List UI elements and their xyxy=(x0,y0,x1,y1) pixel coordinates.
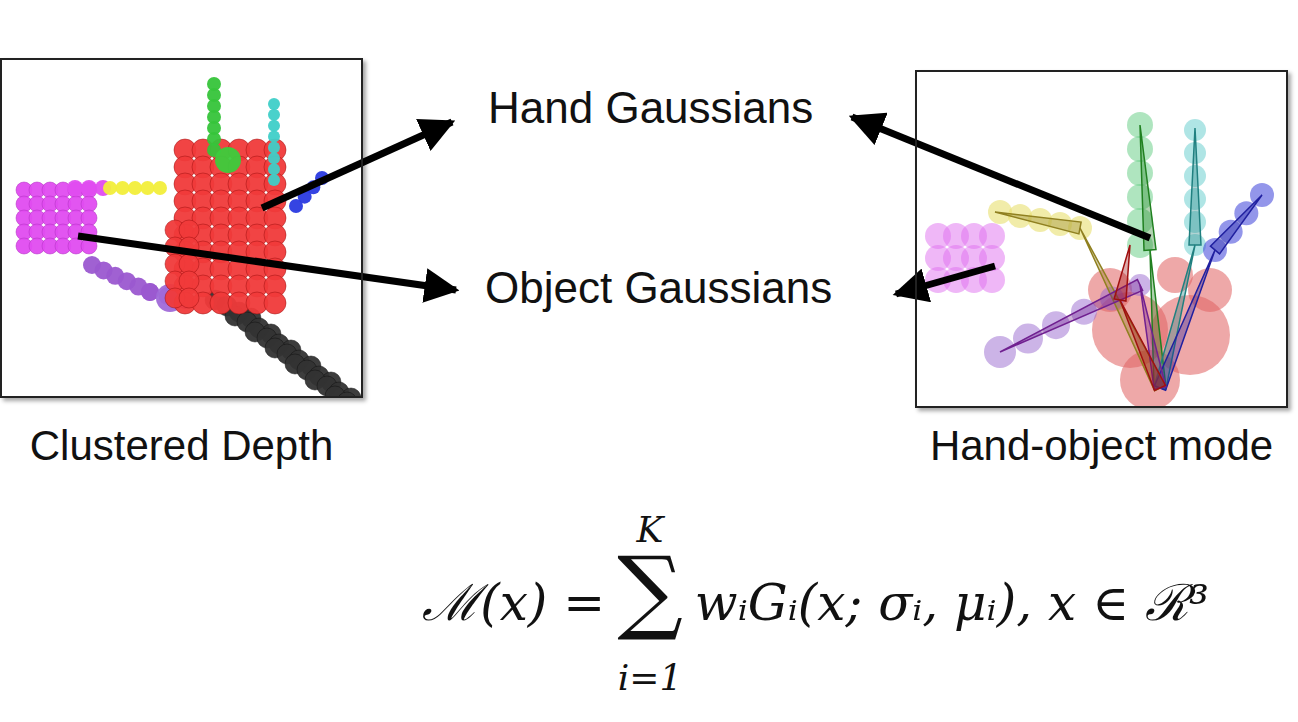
leader-arrow xyxy=(852,117,1150,238)
panel-caption: Hand-object mode xyxy=(930,422,1273,470)
gaussian-blob xyxy=(116,181,130,195)
equation-part: ℳ(x) = xyxy=(422,578,605,628)
gaussian-blob xyxy=(264,292,286,314)
picture-panel: Clustered Depth xyxy=(0,58,363,398)
part-label: Object Gaussians xyxy=(485,266,832,310)
gaussian-blob xyxy=(153,181,167,195)
gaussian-blob xyxy=(268,120,280,132)
hand-object-model-picture xyxy=(925,112,1274,406)
bone-cone xyxy=(995,212,1081,234)
equation-part: K xyxy=(637,512,664,548)
gaussian-blob xyxy=(128,181,142,195)
clustered-depth-picture xyxy=(16,77,361,396)
gaussian-blob xyxy=(268,98,280,110)
gaussian-blob xyxy=(268,163,280,175)
part-label: Hand Gaussians xyxy=(488,86,813,130)
equation-part: wᵢGᵢ(x; σᵢ, μᵢ), x ∈ ℛ³ xyxy=(695,578,1209,628)
bone-cone xyxy=(1189,128,1201,245)
gaussian-blob xyxy=(141,181,155,195)
panel-caption: Clustered Depth xyxy=(30,422,334,470)
leader-arrow xyxy=(78,236,456,290)
gaussian-blob xyxy=(67,180,83,196)
gaussian-blob xyxy=(268,109,280,121)
bone-cone xyxy=(1210,195,1262,254)
leader-arrow xyxy=(896,266,995,294)
gaussian-blob xyxy=(289,199,303,213)
gaussian-blob xyxy=(268,152,280,164)
gaussian-blob xyxy=(268,131,280,143)
gaussian-blob xyxy=(179,288,199,308)
equation-part: i=1 xyxy=(618,660,683,696)
picture-panel: Hand-object mode xyxy=(915,70,1288,408)
bone-cone xyxy=(1154,250,1215,390)
gaussian-blob xyxy=(81,180,97,196)
gaussian-blob xyxy=(103,181,117,195)
gaussian-blob xyxy=(215,147,241,173)
gaussian-blob xyxy=(268,174,280,186)
gaussian-blob xyxy=(337,392,357,396)
bone-cone xyxy=(1120,300,1165,390)
equation-part: ∑ xyxy=(617,545,683,637)
bone-cone xyxy=(1114,245,1130,301)
gaussian-blob xyxy=(268,141,280,153)
leader-arrow xyxy=(262,122,452,208)
gaussian-blob xyxy=(1127,160,1153,186)
